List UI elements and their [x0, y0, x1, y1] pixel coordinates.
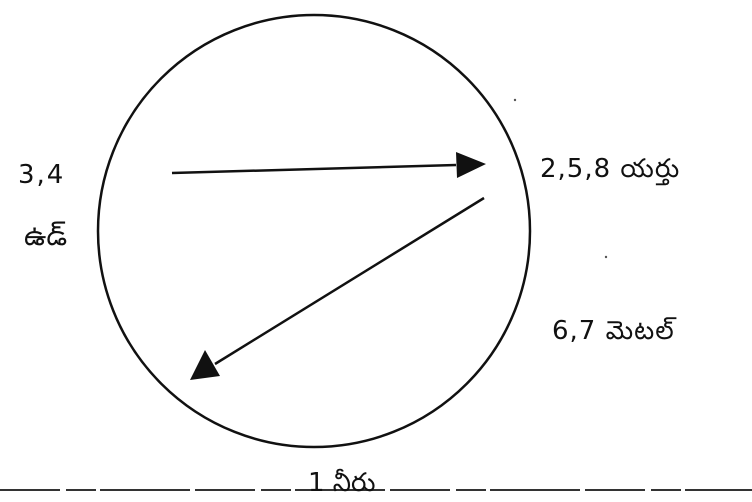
arrow-right-head [456, 152, 486, 178]
speck [513, 98, 517, 102]
speck [604, 255, 608, 259]
arrow-right-line [171, 163, 457, 175]
circle [96, 13, 532, 449]
label-left-word: ఉడ్ [24, 219, 68, 252]
label-right-top: 2,5,8 యర్తు [540, 154, 681, 184]
label-bottom: 1 నీరు [308, 468, 376, 498]
label-left-numbers: 3,4 [18, 160, 66, 190]
arrow-down-left-head [190, 350, 220, 380]
label-right-middle: 6,7 మెటల్ [552, 316, 675, 346]
arrow-down-left-line [214, 196, 485, 366]
